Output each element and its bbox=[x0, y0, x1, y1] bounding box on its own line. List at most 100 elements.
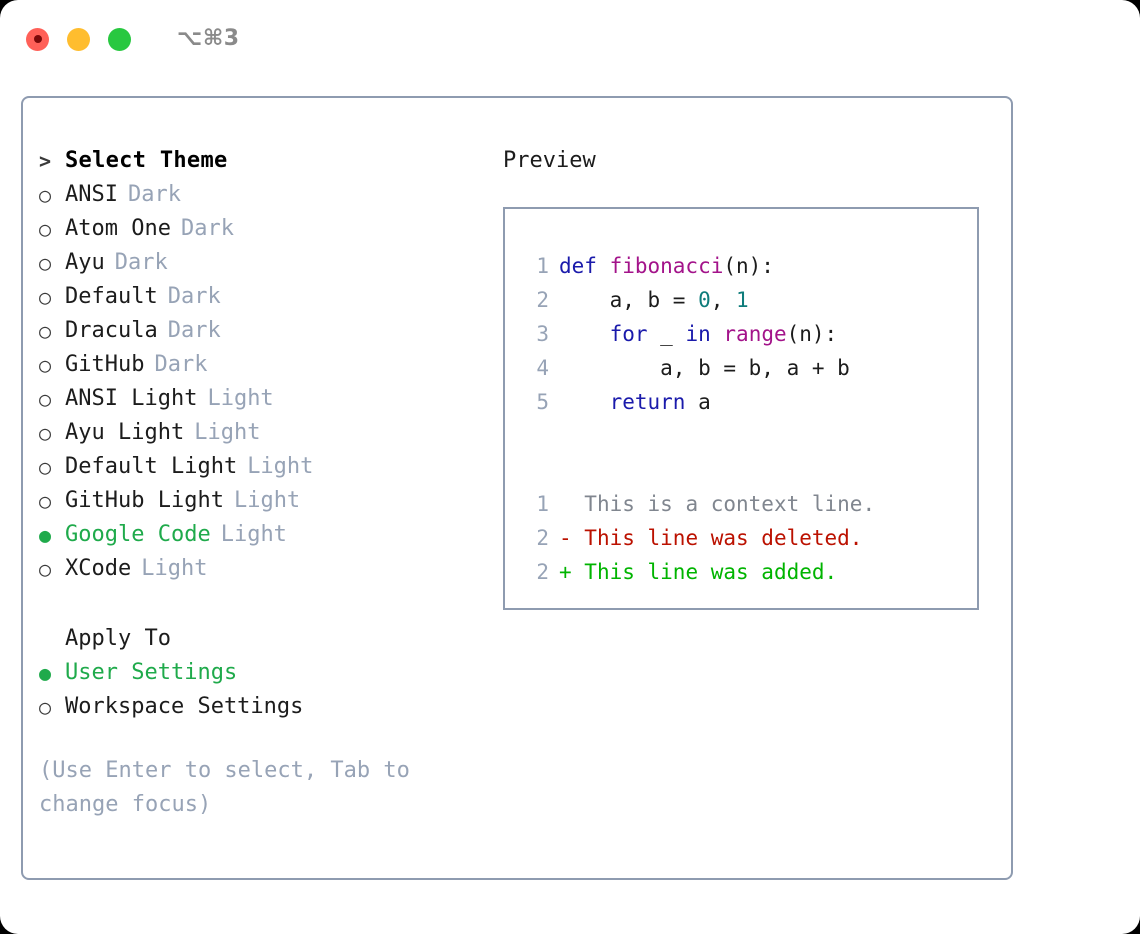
diff-marker bbox=[559, 487, 572, 521]
code-token: a bbox=[685, 390, 711, 414]
diff-line-context: 1 This is a context line. bbox=[523, 487, 977, 521]
line-number: 4 bbox=[536, 356, 549, 380]
radio-unselected-icon[interactable]: ○ bbox=[39, 455, 52, 479]
radio-unselected-icon[interactable]: ○ bbox=[39, 387, 52, 411]
theme-list: ○ ANSI Dark ○ Atom One Dark ○ Ayu Dark ○… bbox=[39, 178, 479, 586]
radio-unselected-icon[interactable]: ○ bbox=[39, 319, 52, 343]
line-number: 1 bbox=[536, 254, 549, 278]
theme-label: ANSI Light bbox=[65, 386, 198, 411]
theme-variant-badge: Dark bbox=[127, 182, 181, 207]
theme-label: Dracula bbox=[65, 318, 158, 343]
maximize-button[interactable] bbox=[108, 27, 131, 51]
radio-unselected-icon[interactable]: ○ bbox=[39, 285, 52, 309]
theme-item-dracula[interactable]: ○ Dracula Dark bbox=[39, 314, 479, 348]
theme-label: Ayu Light bbox=[65, 420, 185, 445]
diff-line-deleted: 2 - This line was deleted. bbox=[523, 521, 977, 555]
diff-text: This is a context line. bbox=[571, 492, 876, 516]
theme-picker-column: > Select Theme ○ ANSI Dark ○ Atom One Da… bbox=[39, 144, 479, 822]
theme-item-ansi[interactable]: ○ ANSI Dark bbox=[39, 178, 479, 212]
theme-label: XCode bbox=[65, 556, 132, 581]
code-sample: 1 def fibonacci (n): 2 a, b = 0 , 1 3 bbox=[523, 249, 977, 419]
preview-column: Preview 1 def fibonacci (n): 2 a, b = 0 bbox=[503, 144, 993, 610]
radio-selected-icon[interactable]: ● bbox=[39, 661, 52, 685]
apply-to-header: Apply To bbox=[39, 622, 479, 656]
theme-variant-badge: Dark bbox=[167, 318, 221, 343]
theme-variant-badge: Dark bbox=[167, 284, 221, 309]
minimize-button[interactable] bbox=[67, 27, 90, 51]
code-line: 3 for _ in range (n): bbox=[523, 317, 977, 351]
radio-unselected-icon[interactable]: ○ bbox=[39, 217, 52, 241]
radio-unselected-icon[interactable]: ○ bbox=[39, 251, 52, 275]
keyboard-shortcut-label: ⌥⌘3 bbox=[177, 26, 240, 51]
theme-variant-badge: Light bbox=[207, 386, 274, 411]
theme-variant-badge: Dark bbox=[180, 216, 234, 241]
diff-line-added: 2 + This line was added. bbox=[523, 555, 977, 589]
close-button[interactable] bbox=[26, 27, 49, 51]
line-number: 3 bbox=[536, 322, 549, 346]
theme-item-default-light[interactable]: ○ Default Light Light bbox=[39, 450, 479, 484]
select-theme-header: > Select Theme bbox=[39, 144, 479, 178]
theme-item-ayu-light[interactable]: ○ Ayu Light Light bbox=[39, 416, 479, 450]
diff-marker: - bbox=[559, 526, 572, 550]
theme-label: ANSI bbox=[65, 182, 118, 207]
line-number: 5 bbox=[536, 390, 549, 414]
code-token: a, b = b, a + b bbox=[559, 356, 850, 380]
preview-title: Preview bbox=[503, 148, 596, 173]
code-token: 0 bbox=[698, 288, 711, 312]
preview-box: 1 def fibonacci (n): 2 a, b = 0 , 1 3 bbox=[503, 207, 979, 610]
code-token: , bbox=[710, 288, 737, 312]
theme-label: Ayu bbox=[65, 250, 105, 275]
radio-unselected-icon[interactable]: ○ bbox=[39, 183, 52, 207]
code-line: 5 return a bbox=[523, 385, 977, 419]
diff-sample: 1 This is a context line. 2 - This line … bbox=[523, 487, 977, 589]
code-token: range bbox=[723, 322, 787, 346]
code-diff-spacer bbox=[523, 419, 977, 453]
code-token: _ bbox=[647, 322, 686, 346]
theme-item-github-light[interactable]: ○ GitHub Light Light bbox=[39, 484, 479, 518]
code-token: a, b = bbox=[559, 288, 699, 312]
radio-unselected-icon[interactable]: ○ bbox=[39, 421, 52, 445]
code-token: 1 bbox=[736, 288, 749, 312]
radio-selected-icon[interactable]: ● bbox=[39, 523, 52, 547]
apply-to-section: Apply To ● User Settings ○ Workspace Set… bbox=[39, 622, 479, 724]
theme-label: Atom One bbox=[65, 216, 171, 241]
theme-variant-badge: Dark bbox=[114, 250, 168, 275]
apply-to-item-label: Workspace Settings bbox=[65, 694, 304, 719]
theme-item-github[interactable]: ○ GitHub Dark bbox=[39, 348, 479, 382]
radio-unselected-icon[interactable]: ○ bbox=[39, 557, 52, 581]
keyboard-hint-text: (Use Enter to select, Tab to change focu… bbox=[39, 758, 424, 817]
apply-to-item-user-settings[interactable]: ● User Settings bbox=[39, 656, 479, 690]
line-number: 2 bbox=[536, 288, 549, 312]
code-diff-spacer bbox=[523, 453, 977, 487]
radio-unselected-icon[interactable]: ○ bbox=[39, 489, 52, 513]
apply-to-item-workspace-settings[interactable]: ○ Workspace Settings bbox=[39, 690, 479, 724]
main-panel: > Select Theme ○ ANSI Dark ○ Atom One Da… bbox=[21, 96, 1013, 880]
apply-to-item-label: User Settings bbox=[65, 660, 238, 685]
radio-unselected-icon[interactable]: ○ bbox=[39, 353, 52, 377]
theme-item-xcode[interactable]: ○ XCode Light bbox=[39, 552, 479, 586]
code-token: (n): bbox=[786, 322, 838, 346]
theme-label: GitHub bbox=[65, 352, 145, 377]
code-token bbox=[711, 317, 724, 351]
theme-item-ansi-light[interactable]: ○ ANSI Light Light bbox=[39, 382, 479, 416]
theme-label: GitHub Light bbox=[65, 488, 224, 513]
line-number: 1 bbox=[536, 492, 549, 516]
traffic-lights bbox=[26, 27, 131, 51]
code-token: fibonacci bbox=[609, 254, 724, 278]
theme-item-google-code[interactable]: ● Google Code Light bbox=[39, 518, 479, 552]
title-bar: ⌥⌘3 bbox=[0, 0, 1140, 78]
prompt-caret-icon: > bbox=[39, 149, 52, 173]
theme-item-ayu[interactable]: ○ Ayu Dark bbox=[39, 246, 479, 280]
theme-variant-badge: Dark bbox=[154, 352, 208, 377]
code-token: (n): bbox=[723, 254, 774, 278]
theme-variant-badge: Light bbox=[247, 454, 314, 479]
theme-item-atom-one[interactable]: ○ Atom One Dark bbox=[39, 212, 479, 246]
theme-variant-badge: Light bbox=[233, 488, 301, 513]
code-token: in bbox=[685, 322, 711, 346]
code-token bbox=[559, 317, 610, 351]
theme-item-default[interactable]: ○ Default Dark bbox=[39, 280, 479, 314]
hint-spacer bbox=[39, 724, 479, 754]
radio-unselected-icon[interactable]: ○ bbox=[39, 695, 52, 719]
apply-to-label: Apply To bbox=[65, 626, 171, 651]
